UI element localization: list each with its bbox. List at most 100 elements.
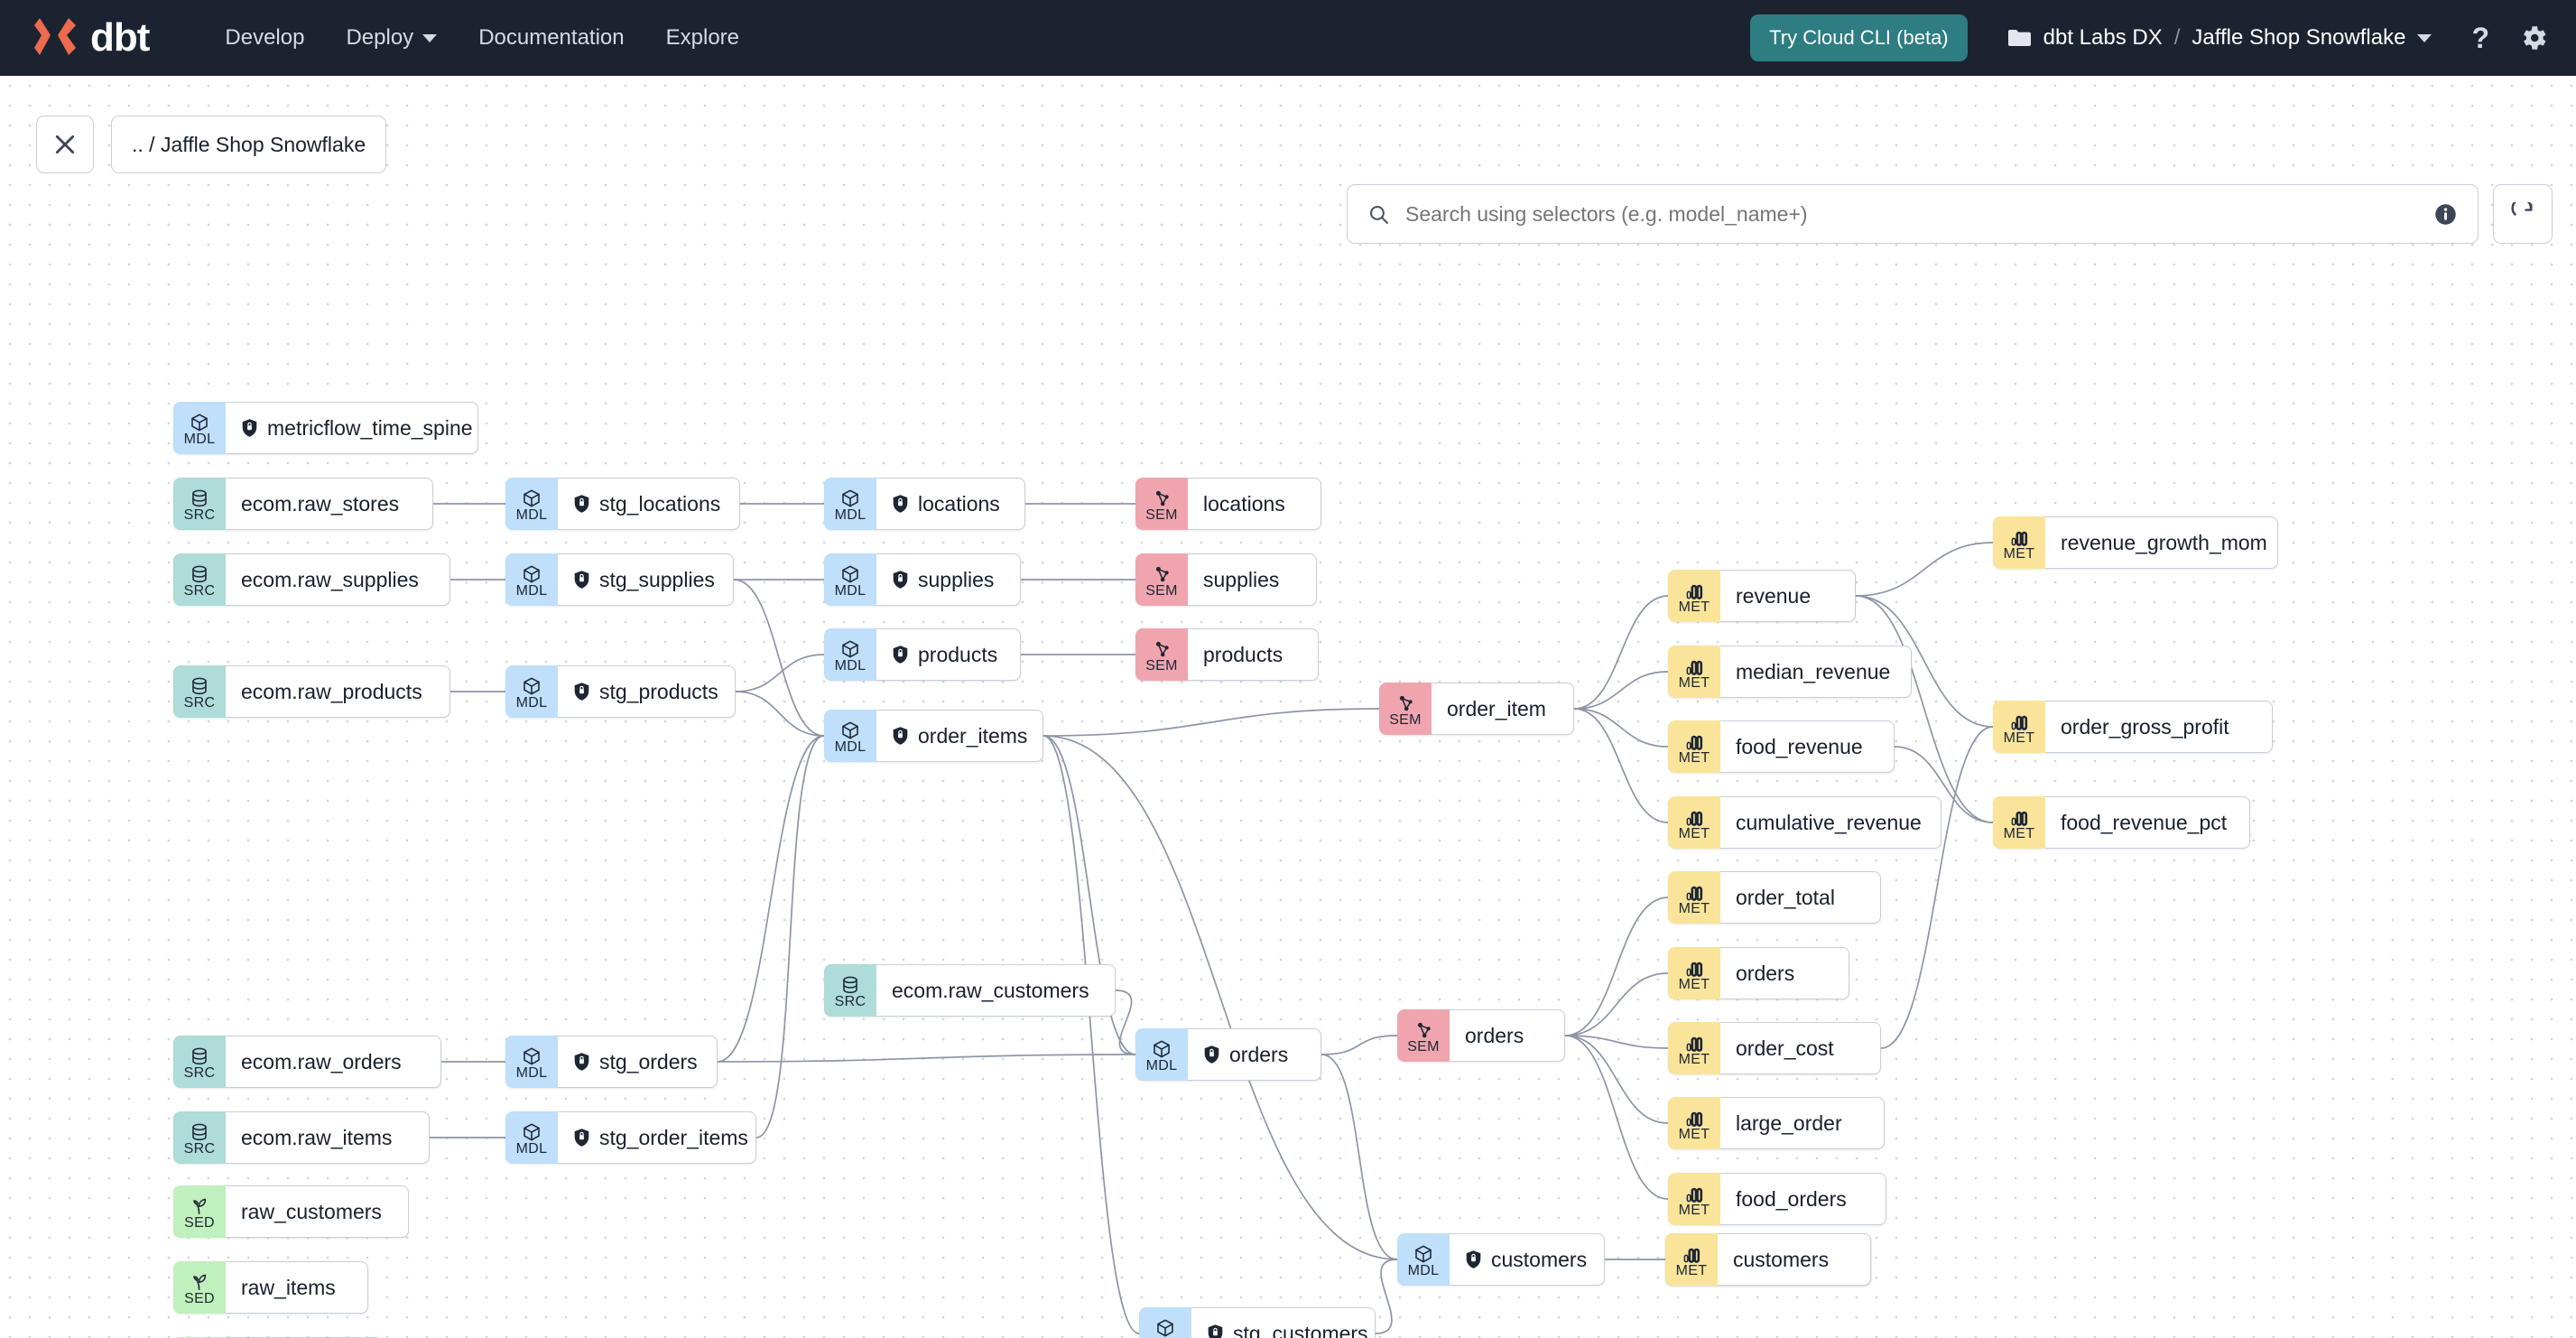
node-body[interactable]: ecom.raw_products	[226, 665, 450, 718]
nav-deploy[interactable]: Deploy	[346, 25, 438, 51]
node-body[interactable]: food_revenue	[1720, 720, 1895, 773]
gear-icon[interactable]	[2518, 23, 2549, 53]
breadcrumb[interactable]: .. / Jaffle Shop Snowflake	[111, 116, 387, 173]
project-name[interactable]: Jaffle Shop Snowflake	[2191, 25, 2406, 50]
node-body[interactable]: stg_products	[558, 665, 736, 718]
node-body[interactable]: raw_items	[226, 1261, 368, 1314]
node-body[interactable]: supplies	[1188, 553, 1317, 606]
node-body[interactable]: ecom.raw_items	[226, 1111, 430, 1164]
node-body[interactable]: customers	[1718, 1233, 1871, 1286]
node-body[interactable]: stg_order_items	[558, 1111, 756, 1164]
node-body[interactable]: revenue	[1720, 570, 1856, 622]
node-body[interactable]: stg_orders	[558, 1036, 718, 1088]
node-body[interactable]: ecom.raw_customers	[876, 964, 1116, 1017]
node-body[interactable]: products	[1188, 628, 1319, 681]
search-box[interactable]	[1347, 184, 2479, 244]
node-body[interactable]: order_item	[1432, 683, 1574, 735]
node-body[interactable]: revenue_growth_mom	[2045, 516, 2278, 569]
project-chevron-down-icon[interactable]	[2417, 33, 2432, 42]
node-body[interactable]: ecom.raw_orders	[226, 1036, 441, 1088]
close-button[interactable]	[36, 116, 94, 173]
node-body[interactable]: stg_customers	[1191, 1307, 1376, 1338]
try-cloud-cli-button[interactable]: Try Cloud CLI (beta)	[1750, 14, 1968, 61]
node-body[interactable]: order_cost	[1720, 1022, 1881, 1074]
help-icon[interactable]: ?	[2471, 21, 2489, 54]
node-body[interactable]: locations	[876, 478, 1025, 530]
node-graph-icon	[1417, 1022, 1431, 1037]
node-body[interactable]: stg_locations	[558, 478, 740, 530]
node-body[interactable]: food_orders	[1720, 1173, 1886, 1225]
node-body[interactable]: raw_customers	[226, 1185, 409, 1238]
dbt-logo[interactable]: dbt	[32, 15, 150, 60]
node-body[interactable]: metricflow_time_spine	[226, 402, 478, 454]
node-body[interactable]: orders	[1188, 1028, 1321, 1081]
account-project-breadcrumb[interactable]: dbt Labs DX / Jaffle Shop Snowflake	[2007, 25, 2432, 51]
refresh-button[interactable]	[2493, 184, 2553, 244]
edge-mdl_order_items-to-mdl_orders	[1042, 735, 1136, 1055]
node-body[interactable]: locations	[1188, 478, 1321, 530]
search-input[interactable]	[1405, 201, 2433, 227]
nav-develop[interactable]: Develop	[225, 25, 304, 51]
node-type-glyph	[189, 1122, 210, 1142]
node-body[interactable]: customers	[1450, 1233, 1605, 1286]
node-body[interactable]: ecom.raw_stores	[226, 478, 433, 530]
nav-explore[interactable]: Explore	[666, 25, 739, 51]
node-body[interactable]: order_gross_profit	[2045, 701, 2273, 753]
node-body[interactable]: products	[876, 628, 1021, 681]
node-body[interactable]: supplies	[876, 553, 1021, 606]
node-body[interactable]: orders	[1720, 947, 1849, 999]
node-body[interactable]: median_revenue	[1720, 646, 1912, 698]
node-body[interactable]: orders	[1450, 1009, 1565, 1062]
node-body[interactable]: large_order	[1720, 1097, 1885, 1149]
node-body[interactable]: cumulative_revenue	[1720, 796, 1941, 849]
node-body[interactable]: ecom.raw_supplies	[226, 553, 450, 606]
node-type-glyph	[839, 720, 861, 740]
node-body[interactable]: food_revenue_pct	[2045, 796, 2250, 849]
nav-documentation[interactable]: Documentation	[478, 25, 624, 51]
node-body[interactable]: order_items	[876, 710, 1043, 762]
node-body[interactable]: order_total	[1720, 871, 1881, 924]
info-icon[interactable]	[2433, 202, 2458, 227]
node-body[interactable]: stg_supplies	[558, 553, 734, 606]
